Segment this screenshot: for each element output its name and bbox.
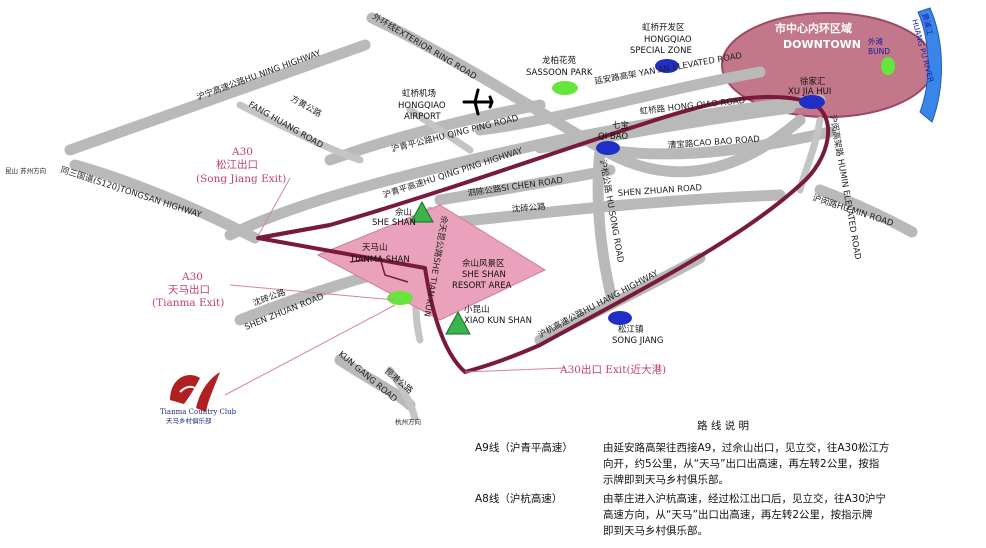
airport-label-en1: HONGQIAO xyxy=(398,101,446,111)
sichen-road xyxy=(434,164,616,206)
a9-route: A9线（沪青平高速） 由延安路高架往西接A9，过佘山出口，见立交，往A30松江方… xyxy=(475,440,985,488)
qibao-marker xyxy=(596,141,620,155)
a9-line: 示牌即到天马乡村俱乐部。 xyxy=(603,474,729,486)
a9-label: A9线（沪青平高速） xyxy=(475,442,573,454)
tianma-marker xyxy=(387,291,413,305)
songjiang-exit-line1: A30 xyxy=(231,146,253,158)
tianma-club-logo xyxy=(170,372,220,412)
main-route xyxy=(256,94,830,374)
a8-text: 由莘庄进入沪杭高速，经过松江出口后，见立交，往A30沪宁 高速方向，从“天马”出… xyxy=(603,491,985,539)
club-name-en: Tianma Country Club xyxy=(160,408,237,416)
a9-line: 由延安路高架往西接A9，过佘山出口，见立交，往A30松江方 xyxy=(603,442,890,454)
tianma-local-road xyxy=(349,257,409,283)
huangpu-river xyxy=(917,7,942,123)
huqingping-highway xyxy=(224,94,826,241)
songjiang-marker xyxy=(608,311,632,325)
airport-road xyxy=(406,106,474,154)
tianma-exit-line3: (Tianma Exit) xyxy=(152,297,224,309)
resort-label-en1: SHE SHAN xyxy=(462,270,506,280)
a8-line: 即到天马乡村俱乐部。 xyxy=(603,525,708,537)
a8-label: A8线（沪杭高速） xyxy=(475,493,563,505)
resort-label-en2: RESORT AREA xyxy=(452,281,512,291)
shenzhuan-upper-zh: 沈砖公路 xyxy=(511,201,546,215)
husong-road xyxy=(592,144,618,306)
airport-label-en2: AIRPORT xyxy=(404,112,441,122)
caobao-road xyxy=(599,126,836,160)
notes-title: 路 线 说 明 xyxy=(696,420,749,432)
songjiang-exit-line2: 松江出口 xyxy=(216,158,258,171)
exterior-ring-label: 外环线EXTERIOR RING ROAD xyxy=(370,11,479,82)
xujiahui-label-en: XU JIA HUI xyxy=(788,87,831,97)
a9-text: 由延安路高架往西接A9，过佘山出口，见立交，往A30松江方 向开，约5公里，从“… xyxy=(603,440,985,488)
left-edge-label: 昆山 苏州方向 xyxy=(5,166,46,175)
a8-line: 由莘庄进入沪杭高速，经过松江出口后，见立交，往A30沪宁 xyxy=(603,493,887,505)
yanan-elevated-road xyxy=(474,66,766,136)
resort-label-zh: 佘山风景区 xyxy=(462,258,505,269)
huning-highway xyxy=(64,39,371,156)
route-to-songjiang-exit xyxy=(257,223,331,240)
a8-route: A8线（沪杭高速） 由莘庄进入沪杭高速，经过松江出口后，见立交，往A30沪宁 高… xyxy=(475,491,985,539)
hongqiao-zone-label-zh: 虹桥开发区 xyxy=(642,22,685,33)
tianma-exit-line2: 天马出口 xyxy=(168,283,210,296)
bund-label-zh: 外滩 xyxy=(868,36,883,46)
sassoon-label-en: SASSOON PARK xyxy=(526,68,593,78)
route-notes: 路 线 说 明 A9线（沪青平高速） 由延安路高架往西接A9，过佘山出口，见立交… xyxy=(475,418,985,539)
hongqiao-zone-label-en1: HONGQIAO xyxy=(644,35,692,45)
qibao-label-en: QI BAO xyxy=(598,132,628,142)
tongsan-label: 同三国道(S120)TONGSAN HIGHWAY xyxy=(59,164,204,220)
a9-line: 向开，约5公里，从“天马”出口出高速，再左转2公里，按指 xyxy=(603,458,880,470)
club-name-zh: 天马乡村俱乐部 xyxy=(166,416,212,425)
bund-label-en: BUND xyxy=(868,47,890,56)
hongqiao-zone-marker xyxy=(655,59,679,73)
sheshan-label-en: SHE SHAN xyxy=(372,218,416,228)
chedun-exit-leader xyxy=(464,367,566,373)
xiaokunshan-mountain-icon xyxy=(445,310,471,335)
qibao-label-zh: 七宝 xyxy=(612,120,629,131)
fanghuang-label-zh: 方黄公路 xyxy=(289,93,324,120)
humin-elevated xyxy=(796,116,824,194)
a8-line: 高速方向，从“天马”出口出高速，再左转2公里，按指示牌 xyxy=(603,509,873,521)
airplane-icon xyxy=(462,88,494,116)
songjiang-exit-line3: (Song Jiang Exit) xyxy=(196,173,286,185)
downtown-label-zh: 市中心内环区域 xyxy=(775,21,852,35)
sheshan-mountain-icon xyxy=(410,200,434,223)
songjiang-label-zh: 松江镇 xyxy=(618,324,644,335)
sheshan-label-zh: 佘山 xyxy=(395,207,412,218)
tianma-exit-line1: A30 xyxy=(181,271,203,283)
xiaokunshan-label-en: XIAO KUN SHAN xyxy=(464,316,532,326)
airport-label-zh: 虹桥机场 xyxy=(402,88,436,99)
shenzhuan-road-upper xyxy=(424,189,786,231)
sassoon-park-marker xyxy=(552,81,578,95)
hongqiao-zone-label-en2: SPECIAL ZONE xyxy=(630,46,692,56)
bottom-direction-label: 杭州方向 xyxy=(395,417,421,426)
sassoon-label-zh: 龙柏花苑 xyxy=(542,55,577,66)
xujiahui-marker xyxy=(799,95,825,109)
huning-label: 沪宁高速公路HU NING HIGHWAY xyxy=(195,47,323,102)
tianma-exit-leader xyxy=(229,284,396,301)
xiaokunshan-label-zh: 小昆山 xyxy=(464,304,490,315)
humin-elevated-label: 沪闵高架路 HUMIN ELEVATED ROAD xyxy=(827,114,863,261)
chedun-exit-label: A30出口 Exit(近大港) xyxy=(559,363,666,376)
downtown-label-en: DOWNTOWN xyxy=(783,38,861,51)
songjiang-exit-leader xyxy=(257,177,291,237)
humin-road xyxy=(814,184,918,238)
xujiahui-label-zh: 徐家汇 xyxy=(800,76,826,87)
bund-marker xyxy=(881,57,895,75)
songjiang-label-en: SONG JIANG xyxy=(612,336,664,346)
tianma-shan-label-zh: 天马山 xyxy=(362,242,388,253)
kungang-lower xyxy=(386,366,419,422)
club-leader xyxy=(224,304,396,396)
fanghuang-road xyxy=(236,101,364,164)
tianma-shan-label-en: TIANMA SHAN xyxy=(349,255,410,265)
